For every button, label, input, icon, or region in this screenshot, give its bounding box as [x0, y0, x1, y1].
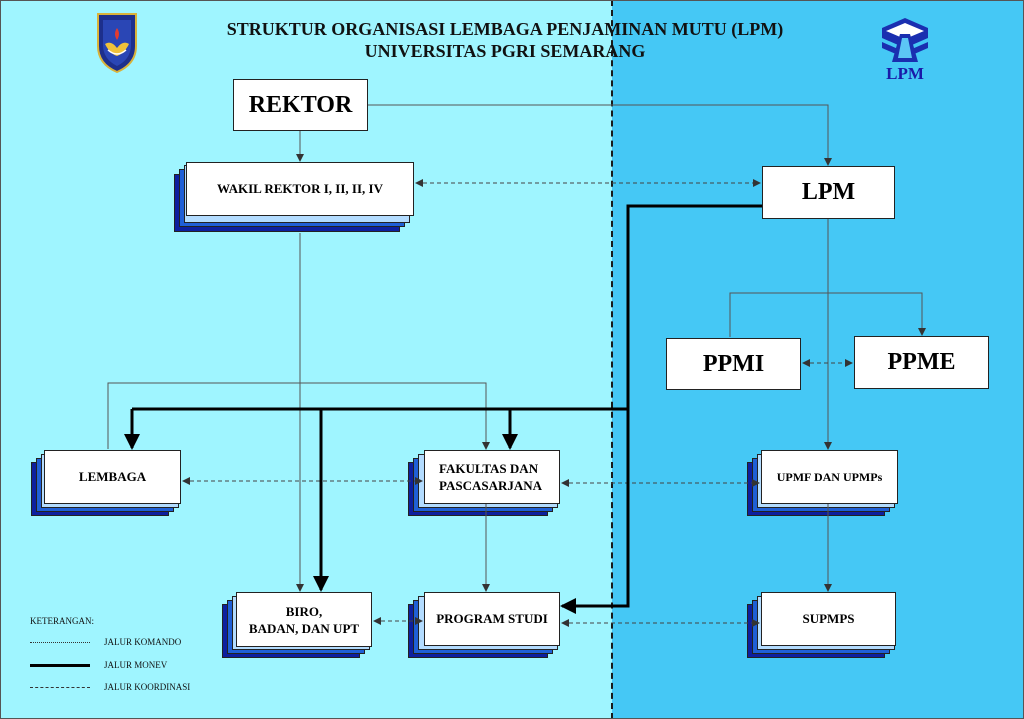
legend-heading: KETERANGAN:: [30, 616, 94, 626]
lpm-monev-trunk: [560, 204, 762, 614]
wakil-rektor-box: WAKIL REKTOR I, II, II, IV: [186, 162, 414, 216]
legend-koordinasi-label: JALUR KOORDINASI: [104, 682, 191, 692]
legend-monev-swatch: [30, 664, 90, 667]
title-line-1: STRUKTUR ORGANISASI LEMBAGA PENJAMINAN M…: [226, 19, 784, 39]
legend-koordinasi: JALUR KOORDINASI: [30, 682, 250, 694]
university-seal-icon: [94, 10, 140, 74]
monev-lines: [124, 204, 762, 614]
ppmi-box: PPMI: [666, 338, 801, 390]
legend-komando-swatch: [30, 642, 90, 643]
rektor-box: REKTOR: [233, 79, 368, 131]
legend-komando: JALUR KOMANDO: [30, 637, 250, 649]
legend-monev-label: JALUR MONEV: [104, 660, 168, 670]
fakultas-box: FAKULTAS DAN PASCASARJANA: [424, 450, 560, 504]
supmps-box: SUPMPS: [761, 592, 896, 646]
page-title: STRUKTUR ORGANISASI LEMBAGA PENJAMINAN M…: [150, 18, 860, 62]
panel-divider: [611, 0, 613, 719]
rektor-to-lpm-line: [368, 104, 832, 166]
legend-koordinasi-swatch: [30, 687, 90, 688]
lembaga-box: LEMBAGA: [44, 450, 181, 504]
coordination-lines: [182, 179, 853, 627]
lpm-logo-icon: LPM: [878, 14, 932, 84]
biro-box: BIRO, BADAN, DAN UPT: [236, 592, 372, 647]
title-line-2: UNIVERSITAS PGRI SEMARANG: [364, 41, 646, 61]
upmf-box: UPMF DAN UPMPs: [761, 450, 898, 504]
lpm-box: LPM: [762, 166, 895, 219]
wakil-bus-to-lembaga-line: [107, 382, 490, 450]
lpm-logo-label: LPM: [886, 64, 924, 83]
lpm-to-ppmi-line: [729, 292, 926, 337]
legend-monev: JALUR MONEV: [30, 660, 250, 672]
legend-komando-label: JALUR KOMANDO: [104, 637, 182, 647]
program-studi-box: PROGRAM STUDI: [424, 592, 560, 646]
command-lines: [107, 104, 926, 592]
ppme-box: PPME: [854, 336, 989, 389]
